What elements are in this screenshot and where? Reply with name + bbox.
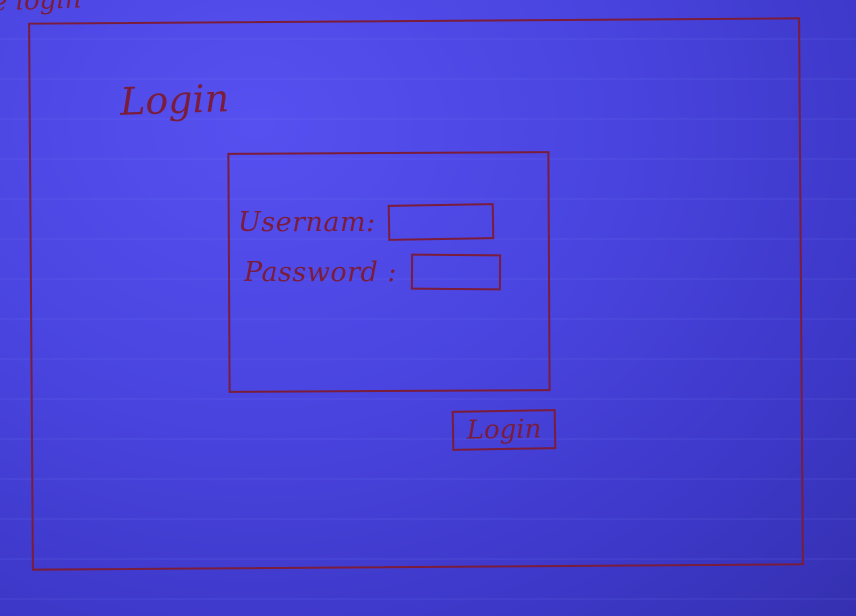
password-row: Password :	[244, 253, 502, 291]
username-field[interactable]	[387, 203, 494, 241]
sketch-corner-label: e login	[0, 0, 82, 18]
page-title: Login	[119, 76, 230, 124]
password-field[interactable]	[410, 253, 502, 291]
username-row: Usernam:	[238, 203, 494, 241]
login-button[interactable]: Login	[451, 409, 557, 451]
password-label: Password :	[244, 256, 397, 288]
username-label: Usernam:	[238, 206, 376, 238]
